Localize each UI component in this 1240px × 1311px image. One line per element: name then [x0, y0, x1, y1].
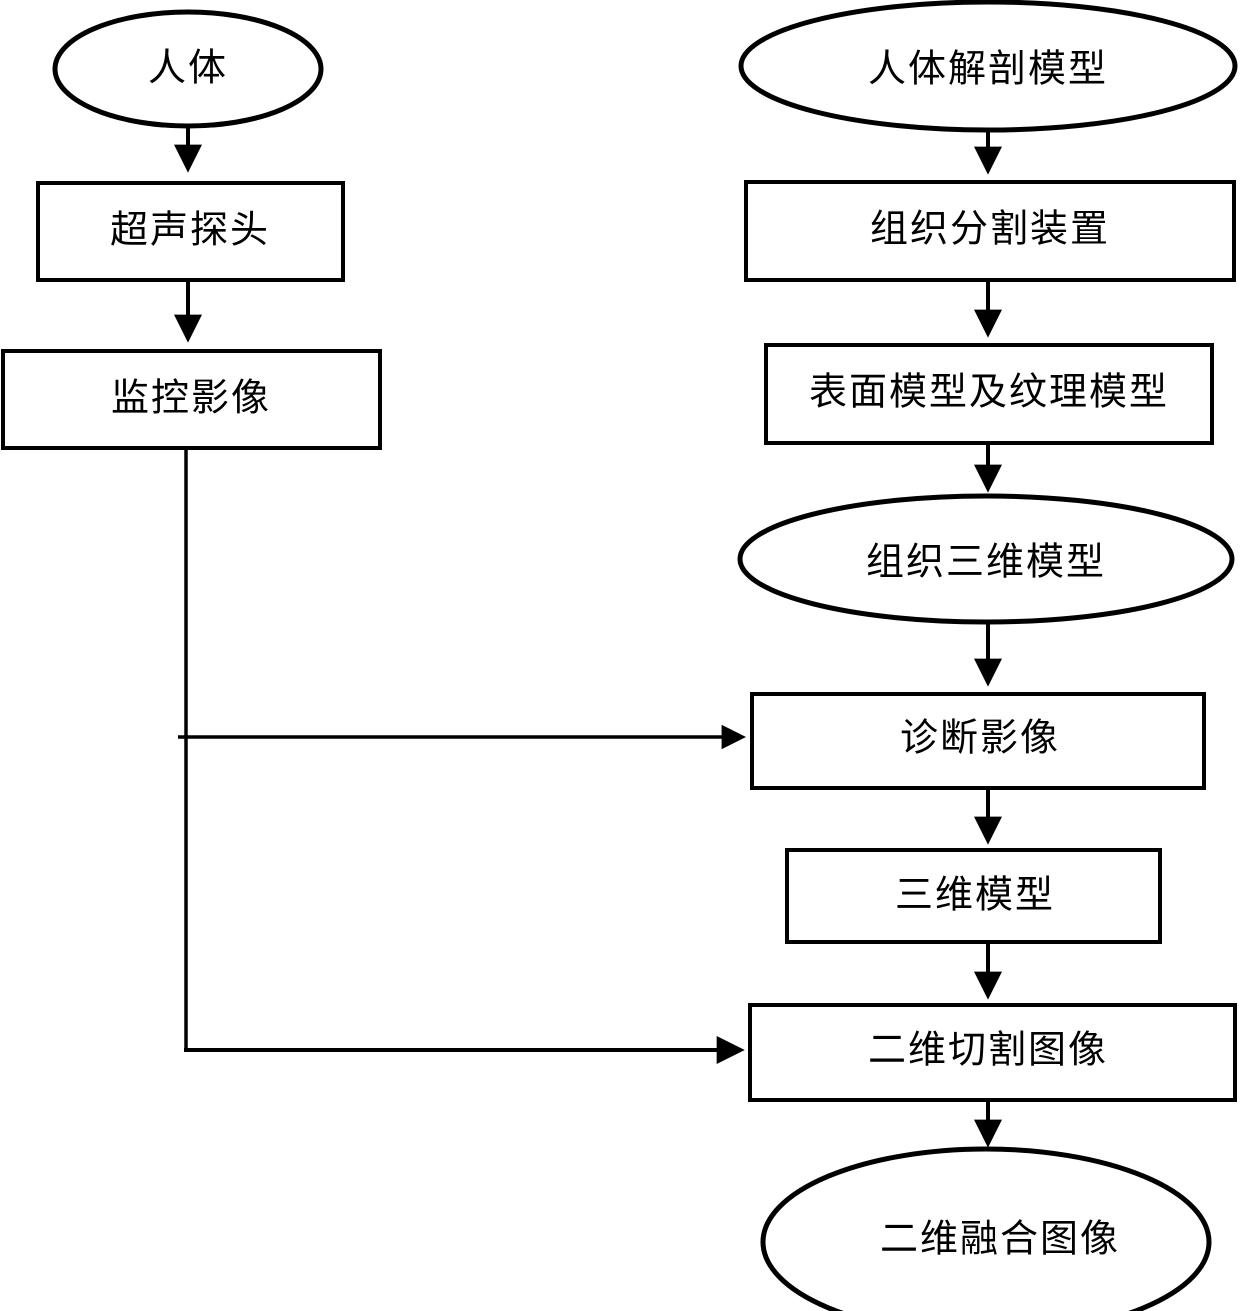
diagnostic-image-label: 诊断影像: [900, 718, 1060, 760]
tissue-3d-model-label: 组织三维模型: [866, 542, 1106, 584]
tissue-segmenter-label: 组织分割装置: [870, 209, 1110, 251]
node-two-d-cut-image[interactable]: 二维切割图像: [748, 1003, 1237, 1102]
node-tissue-segmenter[interactable]: 组织分割装置: [744, 180, 1236, 282]
node-tissue-3d-model[interactable]: 组织三维模型: [737, 493, 1235, 625]
diagnostic-image-box: [750, 692, 1206, 790]
monitor-image-label: 监控影像: [111, 378, 271, 420]
three-d-model-box: [785, 848, 1162, 944]
two-d-cut-image-label: 二维切割图像: [868, 1030, 1108, 1072]
monitor-image-box: [1, 349, 382, 450]
node-anatomy-model[interactable]: 人体解剖模型: [738, 0, 1238, 133]
node-two-d-fused[interactable]: 二维融合图像: [760, 1146, 1212, 1311]
two-d-fused-ellipse: [760, 1146, 1212, 1311]
node-diagnostic-image[interactable]: 诊断影像: [750, 692, 1206, 790]
ultrasound-probe-box: [36, 181, 345, 282]
node-surface-texture[interactable]: 表面模型及纹理模型: [764, 343, 1214, 445]
node-ultrasound-probe[interactable]: 超声探头: [36, 181, 345, 282]
human-body-label: 人体: [148, 48, 228, 90]
two-d-cut-image-box: [748, 1003, 1237, 1102]
three-d-model-label: 三维模型: [895, 875, 1055, 917]
node-three-d-model[interactable]: 三维模型: [785, 848, 1162, 944]
node-human-body[interactable]: 人体: [52, 9, 324, 129]
ultrasound-probe-label: 超声探头: [110, 210, 270, 252]
node-monitor-image[interactable]: 监控影像: [1, 349, 382, 450]
surface-texture-label: 表面模型及纹理模型: [809, 372, 1169, 414]
anatomy-model-label: 人体解剖模型: [868, 49, 1108, 91]
two-d-fused-label: 二维融合图像: [880, 1219, 1120, 1261]
